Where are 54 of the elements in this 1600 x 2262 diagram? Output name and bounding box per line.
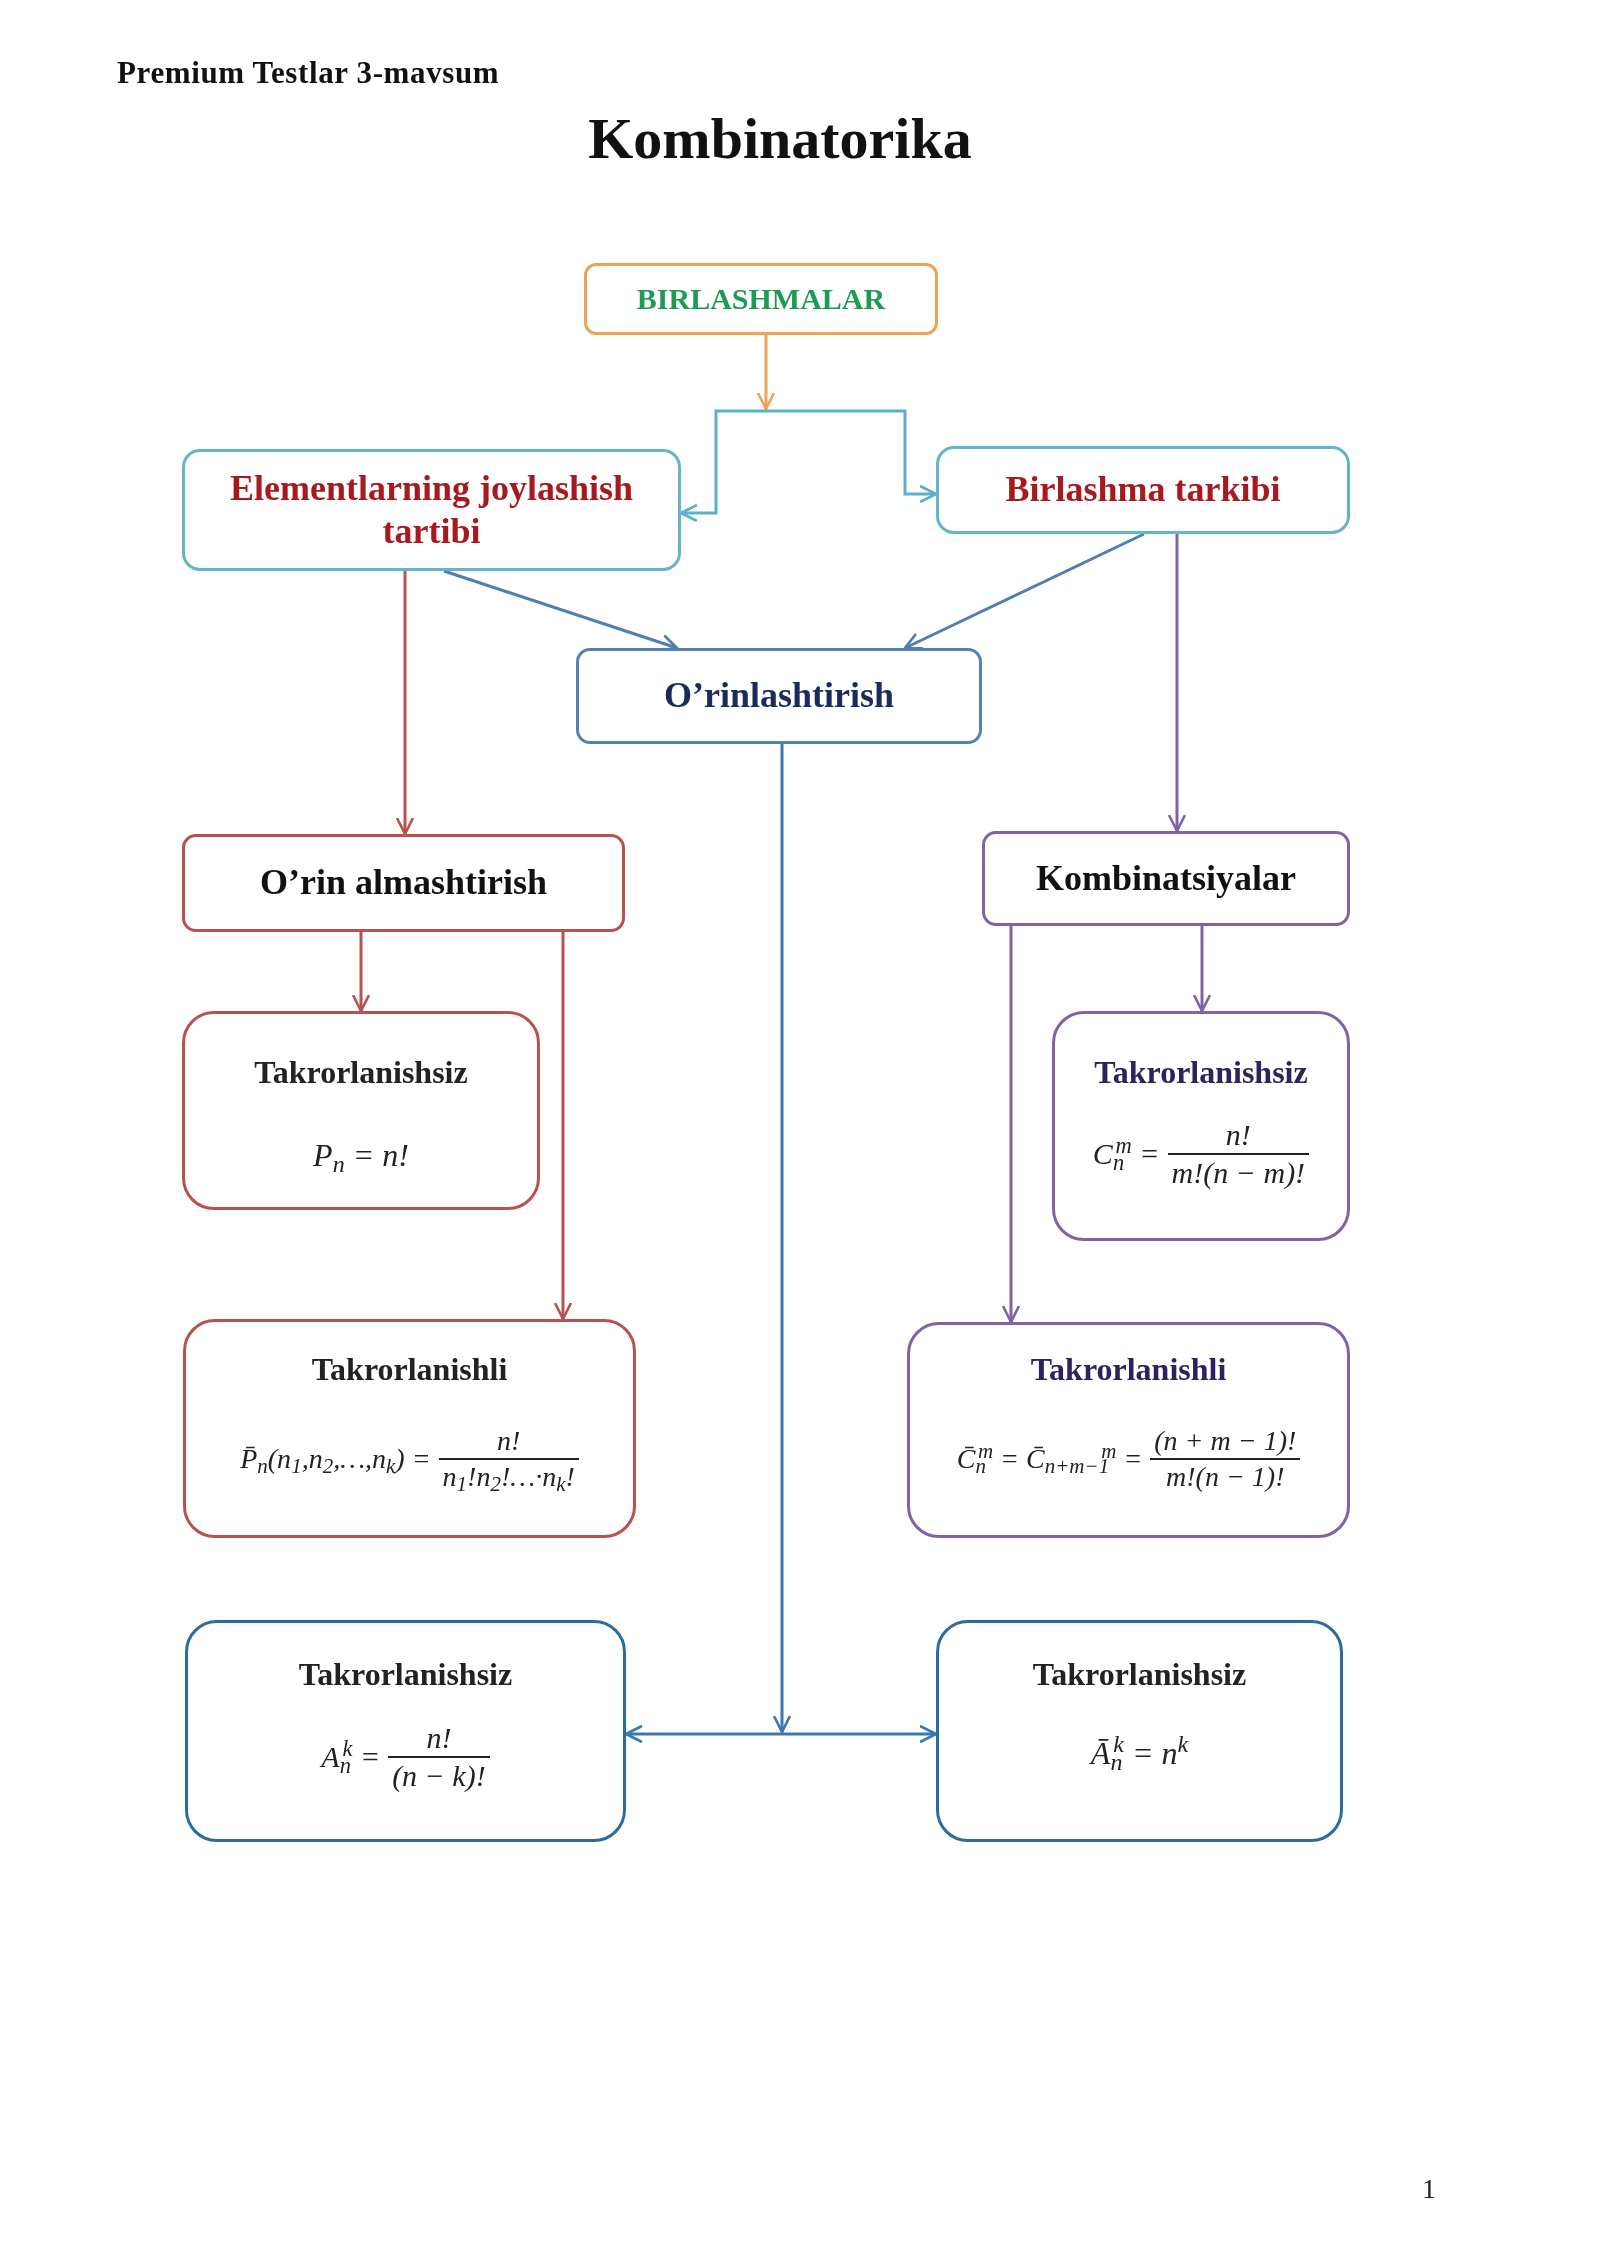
box-heading: Takrorlanishsiz	[1093, 1053, 1309, 1092]
header-text: Premium Testlar 3-mavsum	[117, 54, 500, 92]
arrow	[352, 932, 370, 1013]
box-heading: Takrorlanishsiz	[1031, 1655, 1248, 1694]
fraction-denominator: (n − k)!	[391, 1758, 487, 1795]
page-title: Kombinatorika	[587, 105, 973, 173]
box-heading: Takrorlanishli	[1029, 1350, 1228, 1389]
formula-text: P̄$_{n}$(n$_{1}$,n$_{2}$,…,n$_{k}$) =	[240, 1442, 431, 1476]
arrow	[679, 409, 766, 522]
flow-box	[1052, 1011, 1350, 1241]
flow-box	[182, 449, 681, 571]
box-label: Elementlarning joylashish tartibi	[228, 466, 635, 553]
arrow	[782, 1725, 938, 1743]
box-label: O’rinlashtirish	[663, 674, 895, 718]
arrow	[757, 335, 775, 411]
flow-box	[182, 1011, 540, 1210]
flow-box	[936, 1620, 1343, 1842]
fraction-denominator: m!(n − 1)!	[1165, 1460, 1286, 1494]
flow-box	[182, 834, 625, 932]
arrow	[554, 932, 572, 1321]
arrow	[1193, 926, 1211, 1013]
fraction-denominator: m!(n − m)!	[1170, 1155, 1307, 1192]
box-heading: Takrorlanishsiz	[297, 1655, 514, 1694]
fraction-numerator: n!	[425, 1720, 453, 1757]
arrow	[1168, 534, 1186, 833]
flow-box	[183, 1319, 636, 1538]
arrow	[773, 744, 791, 1734]
arrow	[903, 532, 1145, 650]
formula-text: Ā$_{n}$$^{k}$ = n$^{k}$	[1090, 1734, 1189, 1773]
formula-text: P$_{n}$ = n!	[313, 1136, 409, 1175]
flow-box	[982, 831, 1350, 926]
fraction-numerator: n!	[1224, 1117, 1252, 1154]
arrow	[396, 571, 414, 836]
flow-box	[584, 263, 938, 335]
box-label: O’rin almashtirish	[259, 861, 548, 905]
box-label: BIRLASHMALAR	[635, 281, 887, 317]
box-heading: Takrorlanishsiz	[253, 1053, 469, 1092]
box-label: Kombinatsiyalar	[1035, 856, 1297, 900]
flow-box	[576, 648, 982, 744]
flow-box	[907, 1322, 1350, 1538]
formula-text: C̄$_{n}$$^{m}$ = C̄$_{n+m−1}$$^{m}$ =	[956, 1442, 1143, 1476]
arrow	[766, 409, 938, 503]
formula-text: A$_{n}$$^{k}$ =	[321, 1739, 381, 1776]
fraction-numerator: (n + m − 1)!	[1153, 1424, 1298, 1458]
arrow	[624, 1725, 782, 1743]
fraction-numerator: n!	[496, 1424, 522, 1458]
arrow	[1002, 926, 1020, 1324]
flow-box	[936, 446, 1350, 534]
flow-box	[185, 1620, 626, 1842]
page-number: 1	[1422, 2172, 1436, 2206]
box-heading: Takrorlanishli	[310, 1350, 509, 1389]
formula-text: C$_{n}$$^{m}$ =	[1092, 1136, 1160, 1173]
fraction-denominator: n$_{1}$!n$_{2}$!…·n$_{k}$!	[441, 1460, 576, 1494]
box-label: Birlashma tarkibi	[1004, 468, 1282, 512]
